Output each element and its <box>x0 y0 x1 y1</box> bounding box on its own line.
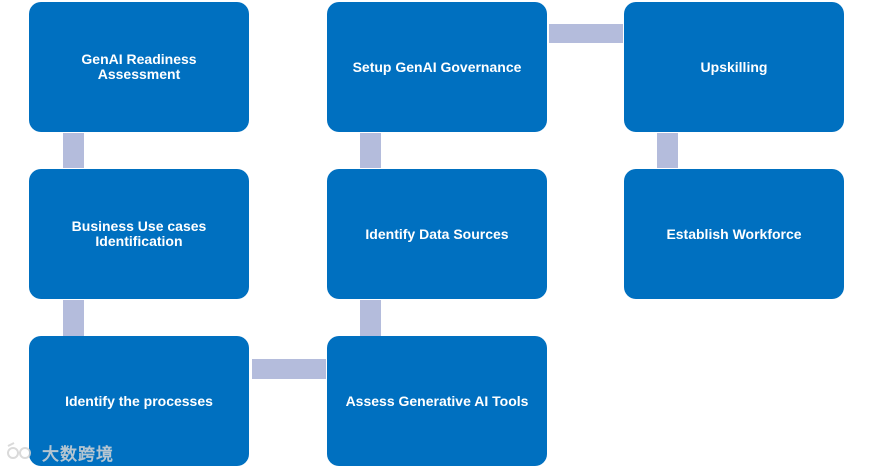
node-identify-data-sources: Identify Data Sources <box>327 169 547 299</box>
node-label: Setup GenAI Governance <box>352 58 522 75</box>
node-label: Identify Data Sources <box>365 225 509 242</box>
connector-readiness-to-usecases <box>63 133 84 168</box>
connector-tools-to-datasources <box>360 300 381 336</box>
node-label: Identify the processes <box>65 392 213 409</box>
node-identify-the-processes: Identify the processes <box>29 336 249 466</box>
watermark-text: 大数跨境 <box>42 445 114 464</box>
node-genai-readiness-assessment: GenAI Readiness Assessment <box>29 2 249 132</box>
node-label: Establish Workforce <box>666 225 802 242</box>
node-assess-generative-ai-tools: Assess Generative AI Tools <box>327 336 547 466</box>
watermark: 大数跨境 <box>6 440 114 465</box>
connector-usecases-to-processes <box>63 300 84 336</box>
node-label: GenAI Readiness Assessment <box>81 51 197 82</box>
node-label: Assess Generative AI Tools <box>345 392 529 409</box>
node-label: Upskilling <box>700 58 768 75</box>
watermark-logo-icon <box>7 441 31 459</box>
node-establish-workforce: Establish Workforce <box>624 169 844 299</box>
connector-governance-to-upskilling <box>549 24 623 43</box>
node-upskilling: Upskilling <box>624 2 844 132</box>
node-setup-genai-governance: Setup GenAI Governance <box>327 2 547 132</box>
connector-upskilling-to-workforce <box>657 133 678 168</box>
node-business-use-cases-identification: Business Use cases Identification <box>29 169 249 299</box>
connector-datasources-to-governance <box>360 133 381 168</box>
node-label: Business Use cases Identification <box>71 218 207 249</box>
connector-processes-to-tools <box>252 359 326 379</box>
